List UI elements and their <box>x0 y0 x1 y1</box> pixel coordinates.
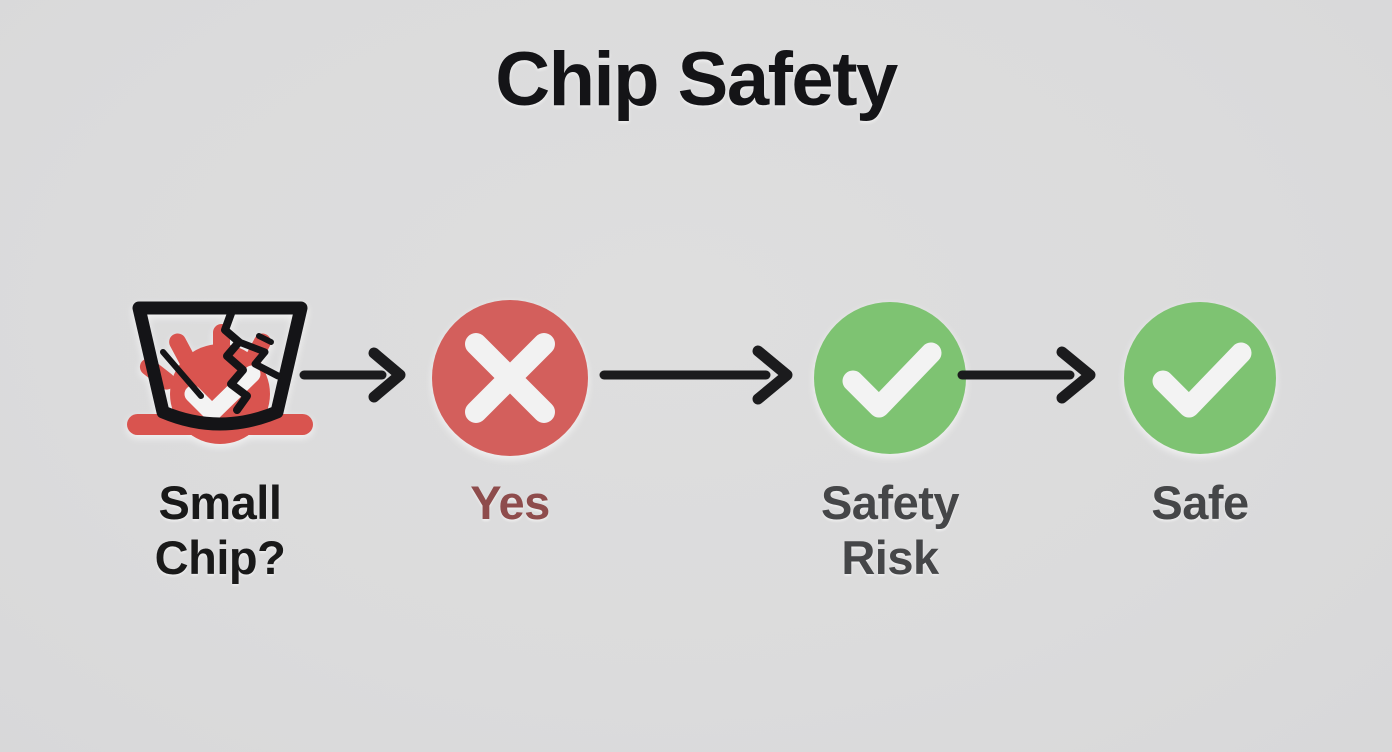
flow-node-yes[interactable]: Yes <box>415 290 605 530</box>
flow-node-safe[interactable]: Safe <box>1105 290 1295 530</box>
flow-diagram: Small Chip? Yes <box>0 290 1392 610</box>
arrow-right-icon-1 <box>299 345 410 405</box>
flow-node-label: Safe <box>1151 476 1249 529</box>
flow-node-safety-risk[interactable]: Safety Risk <box>790 290 990 586</box>
flow-node-small-chip[interactable]: Small Chip? <box>85 290 355 586</box>
flow-node-label: Safety Risk <box>820 476 960 585</box>
green-check-circle-icon-2 <box>1119 290 1281 465</box>
green-check-circle-icon-1 <box>809 290 971 465</box>
arrow-right-icon-2 <box>599 345 795 405</box>
flow-node-label: Small Chip? <box>154 476 286 585</box>
page-title: Chip Safety <box>495 37 898 122</box>
red-cross-circle-icon <box>426 290 594 465</box>
arrow-right-icon-3 <box>957 345 1098 405</box>
flow-node-label: Yes <box>470 476 550 529</box>
cracked-glass-warning-icon <box>115 290 325 465</box>
